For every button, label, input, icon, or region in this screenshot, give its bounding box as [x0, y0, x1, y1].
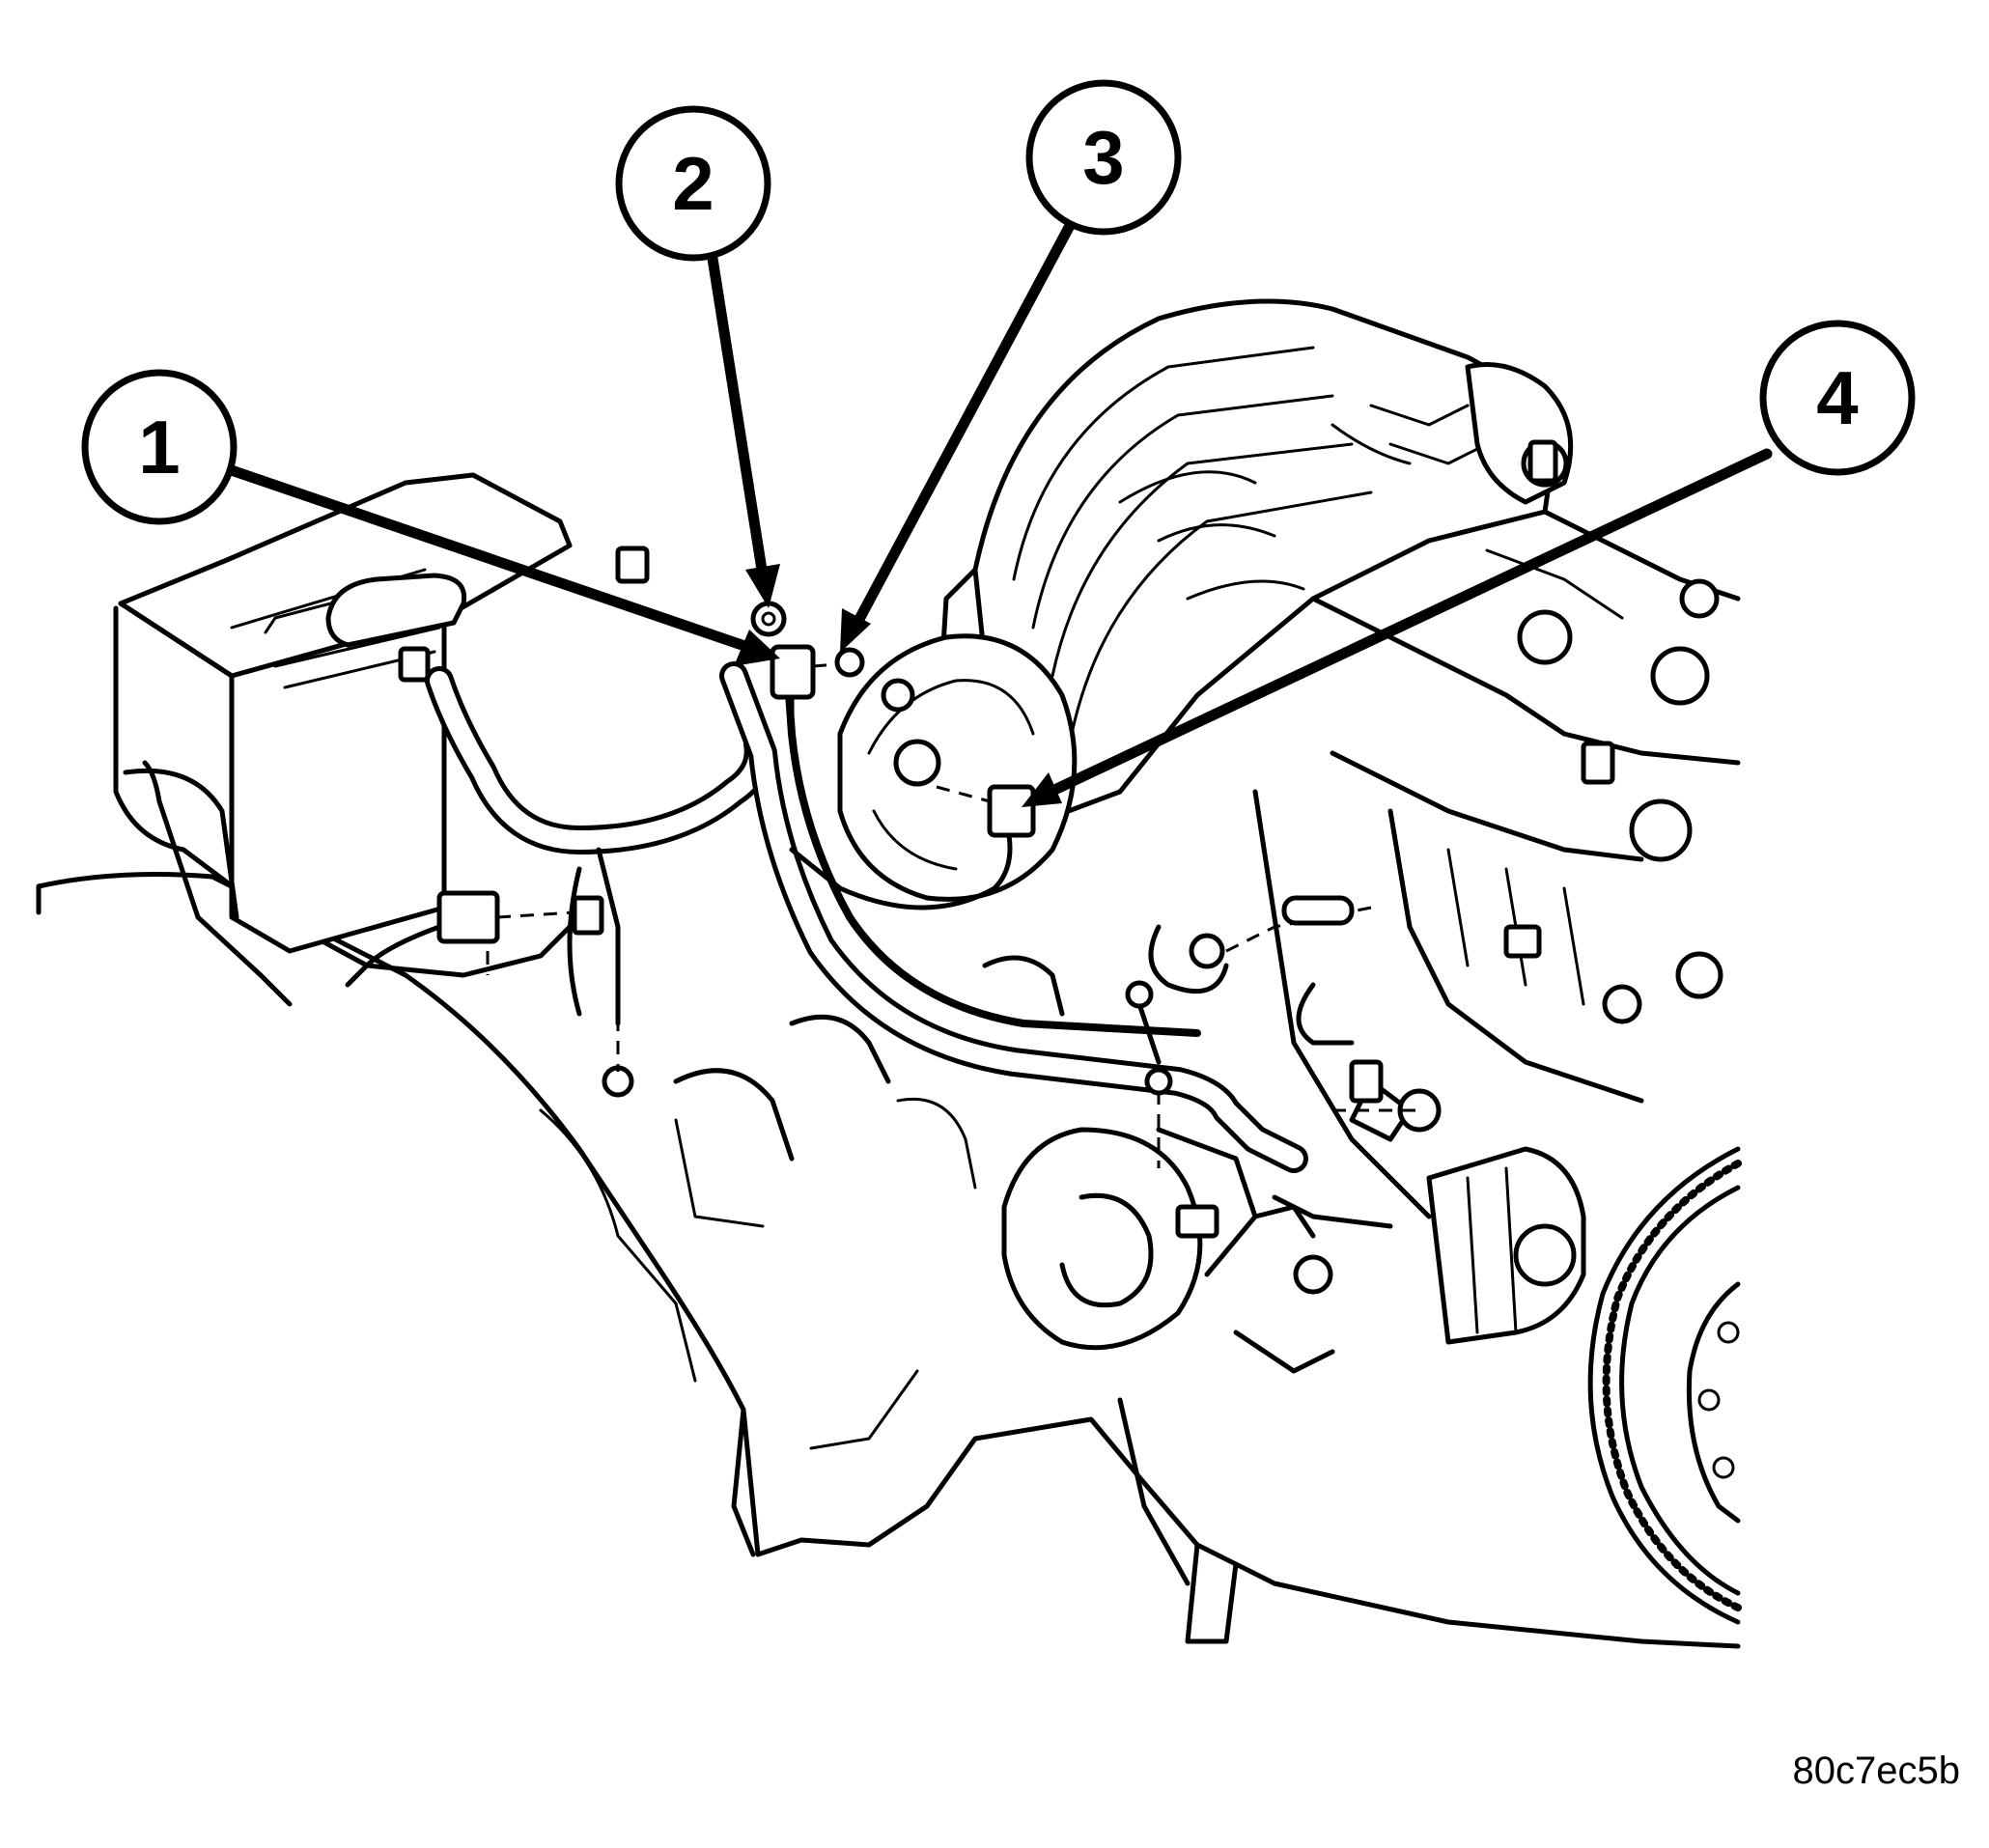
generator	[789, 633, 1078, 910]
callout-3: 3	[1025, 79, 1182, 236]
arrowhead-3	[840, 608, 871, 653]
battery	[113, 472, 650, 1007]
arrowhead-2	[745, 564, 780, 608]
callout-2: 2	[615, 105, 771, 262]
callout-1: 1	[81, 369, 238, 525]
battery-cable	[425, 661, 1308, 1173]
fender-outline	[36, 872, 1741, 1649]
callout-1-label: 1	[138, 405, 180, 490]
leader-3	[852, 214, 1079, 629]
callout-3-label: 3	[1082, 115, 1124, 200]
battery-positive-terminal	[770, 644, 816, 727]
transmission-hub	[1001, 1067, 1586, 1374]
harness-connector	[345, 890, 604, 988]
flywheel	[1587, 1146, 1742, 1625]
arrowhead-1	[734, 630, 780, 666]
engine-block	[1252, 509, 1741, 1219]
misc-hardware	[673, 895, 1372, 1228]
leader-2	[705, 240, 768, 575]
intake-manifold	[938, 298, 1574, 824]
callout-leaders	[211, 214, 1773, 807]
leader-1	[211, 460, 759, 655]
callout-4-label: 4	[1816, 355, 1858, 440]
retaining-nut	[750, 601, 787, 637]
leader-4	[1045, 448, 1773, 798]
figure-id: 80c7ec5b	[1792, 1750, 1960, 1792]
arrowhead-4	[1022, 772, 1062, 807]
callout-2-label: 2	[672, 141, 714, 226]
callout-4: 4	[1759, 320, 1916, 476]
harness-clip	[812, 647, 865, 678]
